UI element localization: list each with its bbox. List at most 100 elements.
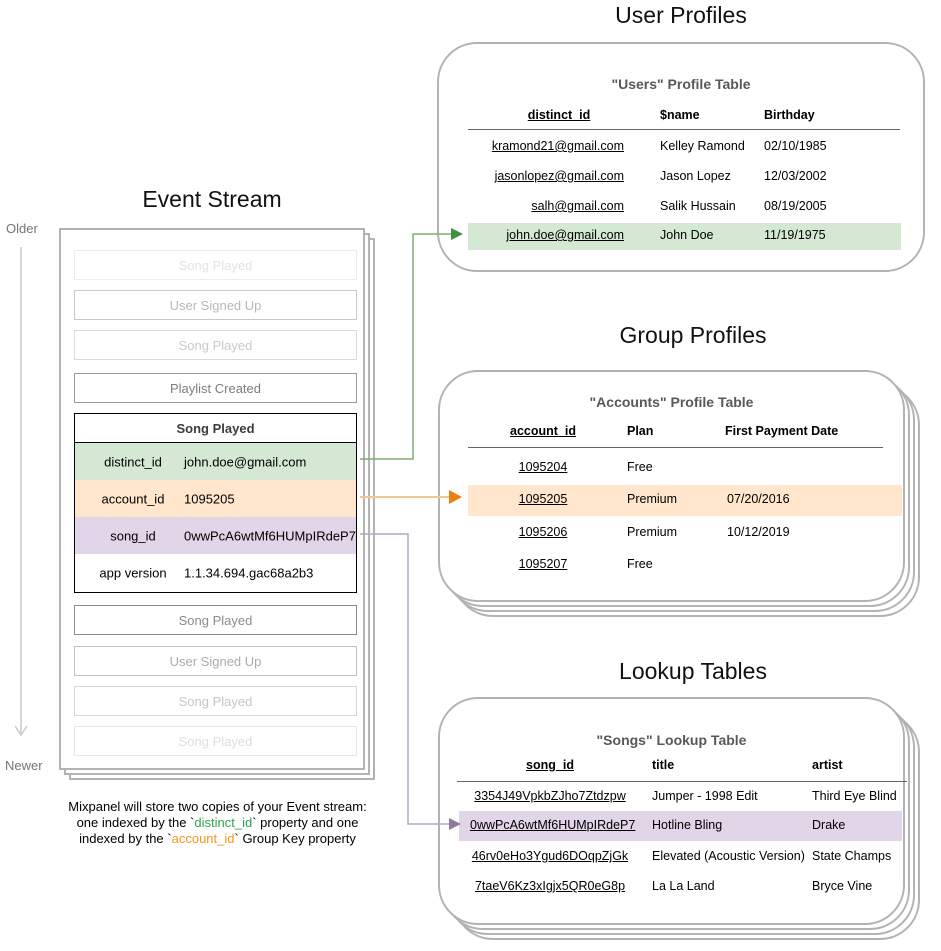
event-row-faded: User Signed Up xyxy=(74,646,357,676)
event-row-faded: User Signed Up xyxy=(74,290,357,320)
cell-first-payment-date: 07/20/2016 xyxy=(727,492,790,506)
event-property-app-version: app version 1.1.34.694.gac68a2b3 xyxy=(75,554,356,591)
cell-plan: Free xyxy=(627,460,653,474)
header-divider xyxy=(468,129,900,130)
table-row: jasonlopez@gmail.com Jason Lopez 12/03/2… xyxy=(439,169,923,185)
column-header-plan: Plan xyxy=(627,424,654,438)
cell-distinct-id: john.doe@gmail.com xyxy=(506,228,624,242)
cell-first-payment-date: 10/12/2019 xyxy=(727,525,790,539)
table-row: 3354J49VpkbZJho7Ztdzpw Jumper - 1998 Edi… xyxy=(440,789,903,805)
cell-plan: Premium xyxy=(627,492,678,506)
property-value: 1.1.34.694.gac68a2b3 xyxy=(184,565,314,580)
highlighted-song-row-background xyxy=(459,811,902,841)
property-key: distinct_id xyxy=(104,454,162,469)
cell-birthday: 12/03/2002 xyxy=(764,169,827,183)
table-row: 1095206 Premium 10/12/2019 xyxy=(440,525,903,541)
cell-plan: Free xyxy=(627,557,653,571)
user-profiles-title: User Profiles xyxy=(615,2,747,28)
table-row: 1095204 Free xyxy=(440,460,903,476)
table-row: 46rv0eHo3Ygud6DOqpZjGk Elevated (Acousti… xyxy=(440,849,903,865)
caption-line1: Mixpanel will store two copies of your E… xyxy=(68,799,367,814)
cell-account-id: 1095205 xyxy=(518,492,568,506)
cell-song-id: 7taeV6Kz3xIgjx5QR0eG8p xyxy=(474,879,626,893)
cell-artist: State Champs xyxy=(812,849,892,863)
table-row: 7taeV6Kz3xIgjx5QR0eG8p La La Land Bryce … xyxy=(440,879,903,895)
caption-account-id-keyword: account_id xyxy=(171,831,235,846)
event-row-faded: Song Played xyxy=(74,726,357,756)
expanded-event-title: Song Played xyxy=(75,414,356,443)
column-header-name: $name xyxy=(660,108,700,122)
lookup-tables-title: Lookup Tables xyxy=(619,658,767,684)
property-value: 0wwPcA6wtMf6HUMpIRdeP7 xyxy=(184,528,356,543)
cell-name: Kelley Ramond xyxy=(660,139,745,153)
group-profiles-title: Group Profiles xyxy=(619,322,767,348)
users-profile-table-card: "Users" Profile Table distinct_id $name … xyxy=(437,42,925,272)
event-label: Playlist Created xyxy=(169,380,262,396)
event-property-song-id: song_id 0wwPcA6wtMf6HUMpIRdeP7 xyxy=(75,517,356,554)
cell-account-id: 1095207 xyxy=(518,557,568,571)
column-header-artist: artist xyxy=(812,758,843,772)
table-row-highlighted: john.doe@gmail.com John Doe 11/19/1975 xyxy=(439,228,923,244)
table-row: kramond21@gmail.com Kelley Ramond 02/10/… xyxy=(439,139,923,155)
column-header-song-id: song_id xyxy=(526,758,574,772)
accounts-profile-table-card: "Accounts" Profile Table account_id Plan… xyxy=(438,370,905,602)
cell-account-id: 1095206 xyxy=(518,525,568,539)
event-stream-title: Event Stream xyxy=(142,186,282,212)
property-key: app version xyxy=(99,565,167,580)
event-row-faded: Song Played xyxy=(74,250,357,280)
highlighted-user-row-background xyxy=(468,223,901,250)
cell-birthday: 08/19/2005 xyxy=(764,199,827,213)
accounts-table-title: "Accounts" Profile Table xyxy=(589,394,754,410)
caption-distinct-id-keyword: distinct_id xyxy=(194,815,253,830)
cell-song-title: Jumper - 1998 Edit xyxy=(652,789,758,803)
property-value: john.doe@gmail.com xyxy=(184,454,307,469)
cell-artist: Drake xyxy=(812,818,846,832)
event-row-faded: Song Played xyxy=(74,686,357,716)
event-property-account-id: account_id 1095205 xyxy=(75,480,356,517)
highlighted-account-row-background xyxy=(468,485,902,516)
cell-artist: Bryce Vine xyxy=(812,879,873,893)
timeline-arrowhead-icon xyxy=(14,725,28,737)
cell-plan: Premium xyxy=(627,525,678,539)
cell-name: Jason Lopez xyxy=(660,169,731,183)
table-row-highlighted: 1095205 Premium 07/20/2016 xyxy=(440,492,903,508)
songs-table-title: "Songs" Lookup Table xyxy=(596,732,747,748)
table-row-highlighted: 0wwPcA6wtMf6HUMpIRdeP7 Hotline Bling Dra… xyxy=(440,818,903,834)
header-divider xyxy=(468,447,883,448)
timeline-newer-label: Newer xyxy=(5,758,43,773)
users-table-title: "Users" Profile Table xyxy=(611,76,751,92)
cell-distinct-id: kramond21@gmail.com xyxy=(491,139,624,153)
event-label: Song Played xyxy=(178,337,253,353)
cell-name: Salik Hussain xyxy=(660,199,736,213)
property-value: 1095205 xyxy=(184,491,235,506)
event-property-distinct-id: distinct_id john.doe@gmail.com xyxy=(75,443,356,480)
event-stream-box: Song Played User Signed Up Song Played P… xyxy=(59,228,365,770)
event-row-faded: Song Played xyxy=(74,330,357,360)
column-header-birthday: Birthday xyxy=(764,108,815,122)
cell-song-id: 46rv0eHo3Ygud6DOqpZjGk xyxy=(471,849,629,863)
cell-song-title: La La Land xyxy=(652,879,715,893)
cell-song-id: 0wwPcA6wtMf6HUMpIRdeP7 xyxy=(470,818,636,832)
cell-birthday: 02/10/1985 xyxy=(764,139,827,153)
header-divider xyxy=(457,781,907,782)
cell-artist: Third Eye Blind xyxy=(812,789,897,803)
event-label: Song Played xyxy=(178,693,253,709)
column-header-distinct-id: distinct_id xyxy=(527,108,591,122)
cell-birthday: 11/19/1975 xyxy=(764,228,826,242)
event-label: Song Played xyxy=(178,612,253,628)
table-row: salh@gmail.com Salik Hussain 08/19/2005 xyxy=(439,199,923,215)
column-header-account-id: account_id xyxy=(510,424,576,438)
cell-song-title: Elevated (Acoustic Version) xyxy=(652,849,805,863)
property-key: song_id xyxy=(110,528,156,543)
cell-distinct-id: jasonlopez@gmail.com xyxy=(494,169,624,183)
event-label: Song Played xyxy=(178,257,253,273)
expanded-event-song-played: Song Played distinct_id john.doe@gmail.c… xyxy=(74,413,357,593)
event-label: User Signed Up xyxy=(169,653,262,669)
songs-lookup-table-card: "Songs" Lookup Table song_id title artis… xyxy=(438,697,907,925)
timeline-older-label: Older xyxy=(6,221,38,236)
event-row-faded: Song Played xyxy=(74,605,357,635)
event-label: User Signed Up xyxy=(169,297,262,313)
column-header-first-payment-date: First Payment Date xyxy=(725,424,839,438)
cell-account-id: 1095204 xyxy=(518,460,568,474)
